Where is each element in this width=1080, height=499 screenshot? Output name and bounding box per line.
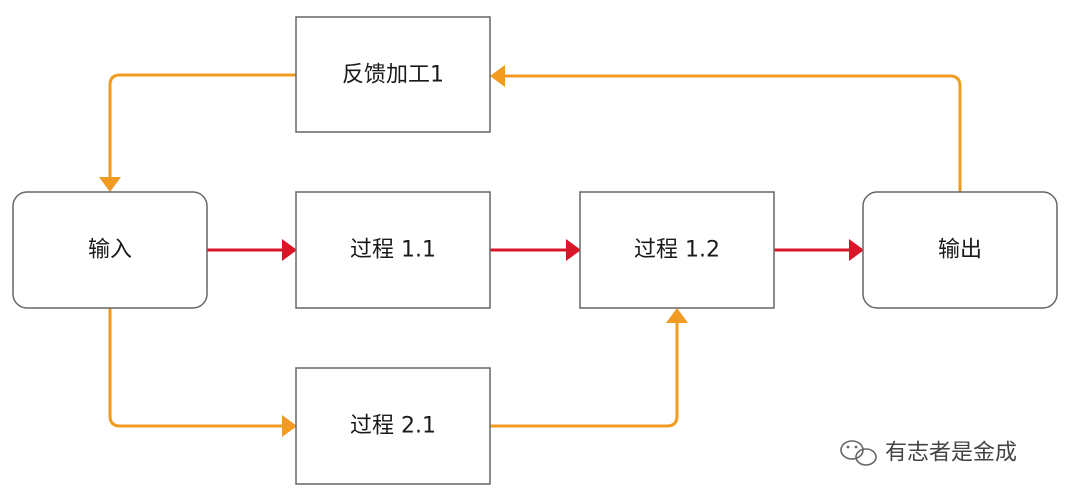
watermark: 有志者是金成 xyxy=(840,440,1017,466)
node-input: 输入 xyxy=(12,191,208,309)
wechat-icon xyxy=(840,440,877,466)
node-process-1-1-label: 过程 1.1 xyxy=(350,238,436,263)
edge-process-1-1-to-process-1-2 xyxy=(490,239,581,261)
watermark-text: 有志者是金成 xyxy=(885,441,1017,466)
edge-input-to-process-1-1 xyxy=(207,239,297,261)
node-feedback-label: 反馈加工1 xyxy=(342,63,444,88)
edge-process-1-2-to-output xyxy=(774,239,864,261)
node-process-1-2: 过程 1.2 xyxy=(579,191,775,309)
edge-feedback-to-input xyxy=(99,73,298,192)
node-input-label: 输入 xyxy=(88,238,132,263)
node-process-1-1: 过程 1.1 xyxy=(295,191,491,309)
edge-input-to-process-2-1 xyxy=(108,306,297,437)
node-output: 输出 xyxy=(862,191,1058,309)
node-output-label: 输出 xyxy=(938,238,982,263)
node-process-1-2-label: 过程 1.2 xyxy=(634,238,720,263)
edge-process-2-1-to-process-1-2 xyxy=(488,308,688,428)
node-process-2-1: 过程 2.1 xyxy=(295,367,491,485)
node-feedback: 反馈加工1 xyxy=(295,16,491,133)
node-process-2-1-label: 过程 2.1 xyxy=(350,414,436,439)
edge-output-to-feedback xyxy=(490,65,962,194)
